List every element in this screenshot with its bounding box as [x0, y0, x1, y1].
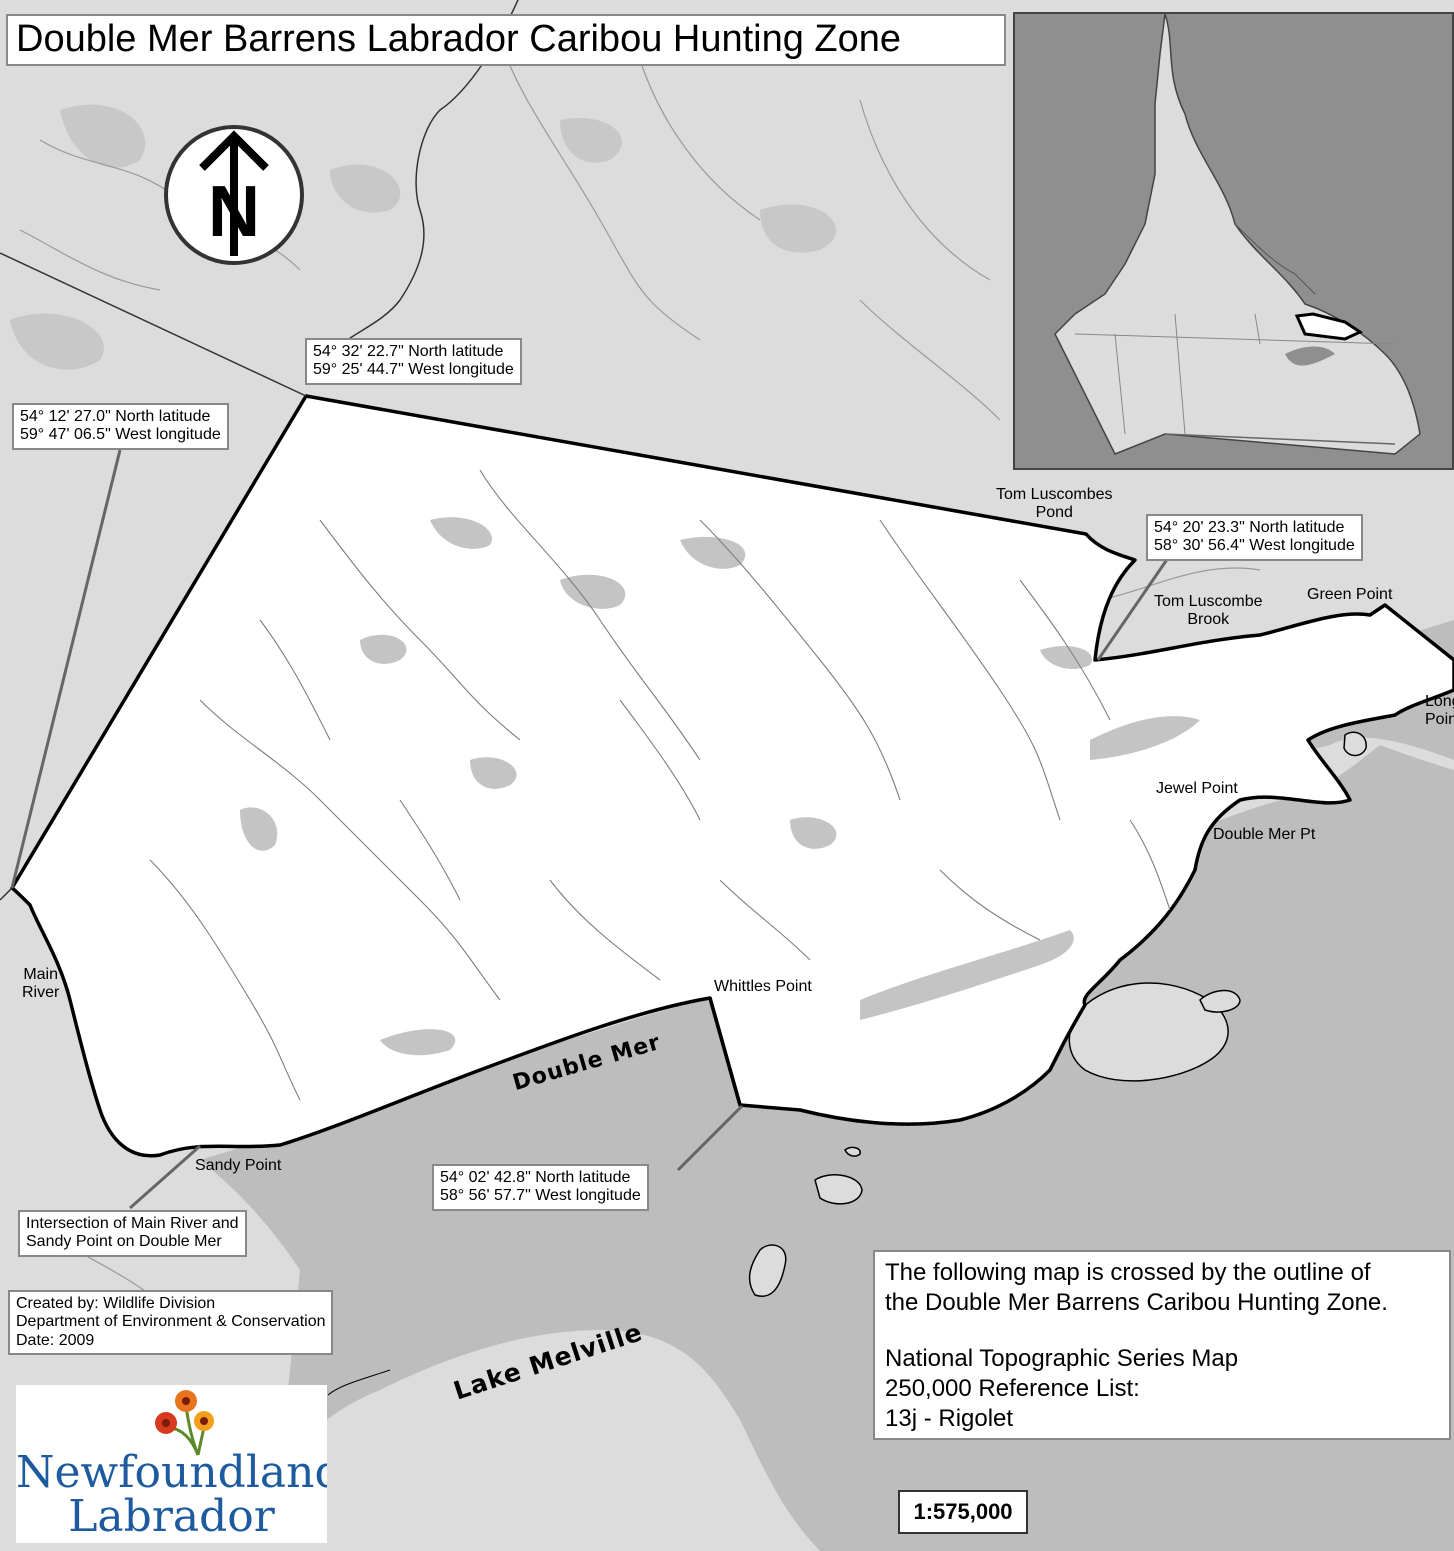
leader-lines — [10, 449, 1170, 1210]
coord-s-lat: 54° 02' 42.8" North latitude — [440, 1169, 631, 1186]
coord-ne-lat: 54° 20' 23.3" North latitude — [1154, 519, 1345, 536]
info-line-1: The following map is crossed by the outl… — [885, 1259, 1371, 1286]
info-line-5: 13j - Rigolet — [885, 1405, 1014, 1432]
info-line-2: the Double Mer Barrens Caribou Hunting Z… — [885, 1289, 1388, 1316]
logo-text-newfoundland: Newfoundland — [16, 1447, 327, 1498]
inset-locator-map — [1013, 12, 1454, 470]
coord-box-s: 54° 02' 42.8" North latitude 58° 56' 57.… — [432, 1164, 649, 1211]
coord-w-lon: 59° 47' 06.5" West longitude — [20, 426, 221, 444]
coord-box-ne: 54° 20' 23.3" North latitude 58° 30' 56.… — [1146, 514, 1363, 561]
zone-lakes — [240, 517, 1200, 1056]
label-green-point: Green Point — [1307, 586, 1393, 603]
inset-map-graphic — [1015, 14, 1452, 468]
coord-s-lon: 58° 56' 57.7" West longitude — [440, 1187, 641, 1205]
coord-nw-lon: 59° 25' 44.7" West longitude — [313, 361, 514, 379]
hunting-zone-outline — [10, 394, 1454, 1158]
credits-box: Created by: Wildlife Division Department… — [8, 1290, 334, 1356]
islands — [748, 731, 1367, 1297]
label-long-point: Long Point — [1425, 693, 1454, 729]
boundary-line-w — [0, 887, 13, 901]
label-main-river: Main River — [22, 966, 60, 1002]
coord-nw-lat: 54° 32' 22.7" North latitude — [313, 343, 504, 360]
map-title: Double Mer Barrens Labrador Caribou Hunt… — [6, 14, 1006, 66]
newfoundland-labrador-logo: Newfoundland Labrador — [16, 1385, 327, 1543]
zone-streams — [149, 469, 1171, 1101]
credits-created-by: Created by: Wildlife Division — [16, 1295, 216, 1312]
river-boundary — [339, 0, 519, 346]
boundary-line-nw — [0, 252, 307, 397]
north-letter: N — [208, 172, 260, 252]
intersection-note: Intersection of Main River and Sandy Poi… — [18, 1210, 247, 1257]
inset-zone-highlight — [1294, 312, 1364, 341]
coord-box-nw: 54° 32' 22.7" North latitude 59° 25' 44.… — [305, 338, 522, 385]
label-jewel-point: Jewel Point — [1156, 780, 1238, 797]
credits-department: Department of Environment & Conservation — [16, 1313, 326, 1331]
logo-text-labrador: Labrador — [68, 1491, 275, 1542]
label-tom-luscombe-brook: Tom Luscombe Brook — [1154, 593, 1263, 629]
zone-divider-line — [708, 997, 742, 1106]
label-tom-luscombes-pond: Tom Luscombes Pond — [996, 486, 1113, 522]
label-sandy-point: Sandy Point — [195, 1157, 282, 1174]
shore-line — [327, 1369, 391, 1396]
north-arrow-icon: N — [164, 125, 304, 265]
info-line-4: 250,000 Reference List: — [885, 1375, 1140, 1402]
coord-w-lat: 54° 12' 27.0" North latitude — [20, 408, 211, 425]
info-line-3: National Topographic Series Map — [885, 1345, 1239, 1372]
coord-box-w: 54° 12' 27.0" North latitude 59° 47' 06.… — [12, 403, 229, 450]
label-whittles-point: Whittles Point — [714, 978, 812, 995]
coord-ne-lon: 58° 30' 56.4" West longitude — [1154, 537, 1355, 555]
pitcher-plant-flower-icon — [155, 1390, 214, 1456]
scale-box: 1:575,000 — [898, 1490, 1028, 1534]
info-box: The following map is crossed by the outl… — [873, 1250, 1451, 1440]
label-double-mer-pt: Double Mer Pt — [1213, 826, 1316, 843]
credits-date: Date: 2009 — [16, 1331, 95, 1349]
